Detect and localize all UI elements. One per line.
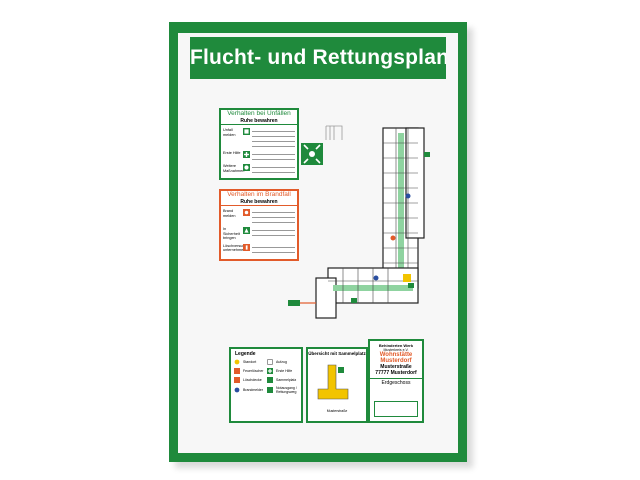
legend-label: Standort bbox=[243, 360, 257, 364]
location-icon bbox=[234, 359, 240, 365]
legend-item: Brandmelder bbox=[234, 386, 265, 394]
legend-label: Feuerlöscher bbox=[243, 369, 264, 373]
assembly-point-icon bbox=[303, 144, 321, 164]
entrance-path bbox=[325, 125, 343, 140]
accident-row: Unfall melden bbox=[223, 128, 295, 148]
building-name-2: Musterdorf bbox=[380, 358, 412, 364]
accident-title: Verhalten bei Unfällen bbox=[227, 110, 291, 117]
floor-plan bbox=[288, 125, 430, 319]
fire-extinguisher-marker bbox=[390, 235, 396, 241]
overview-box: Übersicht mit Sammelplatz Musterstraße bbox=[306, 347, 368, 423]
site-map bbox=[317, 364, 349, 400]
fire-alarm-icon bbox=[234, 387, 240, 393]
address-city: 77777 Musterdorf bbox=[375, 370, 417, 376]
fire-subtitle: Ruhe bewahren bbox=[221, 199, 297, 206]
address-street: Musterstraße bbox=[380, 364, 412, 370]
elevator-icon bbox=[267, 359, 273, 365]
stair-icon bbox=[403, 274, 411, 282]
building-horizontal-wing bbox=[315, 267, 419, 319]
legend-item: Löschdecke bbox=[234, 377, 265, 383]
fire-row: Brand melden bbox=[223, 209, 295, 224]
organization-sub: Musterkreis e.V. bbox=[383, 348, 409, 352]
exit-arrow-icon bbox=[267, 387, 273, 393]
accident-row: Erste Hilfe bbox=[223, 151, 295, 161]
info-icon bbox=[243, 164, 250, 171]
legend-item: Notausgang / Rettungsweg bbox=[267, 386, 298, 394]
accident-row-label: Unfall melden bbox=[223, 128, 236, 137]
legend-label: Brandmelder bbox=[243, 388, 264, 392]
notes-field bbox=[374, 401, 418, 417]
poster-frame: Flucht- und Rettungsplan Verhalten bei U… bbox=[169, 22, 467, 462]
fire-title: Verhalten im Brandfall bbox=[227, 191, 291, 198]
fire-row-label: Brand melden bbox=[223, 209, 236, 218]
organization-name: Behinderten Werk bbox=[378, 343, 414, 348]
building-name-1: Wohnstätte bbox=[379, 352, 413, 358]
legend-item: Sammelplatz bbox=[267, 377, 298, 383]
floor-label: Erdgeschoss bbox=[370, 378, 422, 386]
legend-title: Legende bbox=[235, 351, 256, 357]
overview-title: Übersicht mit Sammelplatz bbox=[308, 351, 366, 356]
fire-alarm-marker bbox=[405, 193, 411, 199]
extinguisher-icon bbox=[243, 243, 250, 251]
building-info-box: Behinderten Werk Musterkreis e.V. Wohnst… bbox=[368, 339, 424, 423]
accident-instructions-box: Verhalten bei Unfällen Ruhe bewahren Unf… bbox=[219, 108, 299, 180]
fire-row: Löschversuch unternehmen bbox=[223, 243, 295, 254]
outside-exit-sign bbox=[288, 300, 300, 306]
legend-box: Legende Standort Aufzug Feuerlöscher Ers… bbox=[229, 347, 303, 423]
legend-label: Erste Hilfe bbox=[276, 369, 293, 373]
first-aid-icon bbox=[243, 151, 250, 158]
accident-row: Weitere Maßnahmen bbox=[223, 164, 295, 174]
extinguisher-icon bbox=[234, 368, 240, 374]
fire-row: In Sicherheit bringen bbox=[223, 227, 295, 241]
rooms-vertical bbox=[383, 128, 418, 288]
legend-label: Notausgang / Rettungsweg bbox=[276, 386, 297, 394]
accident-row-label: Erste Hilfe bbox=[223, 151, 241, 155]
fire-row-label: Löschversuch unternehmen bbox=[223, 243, 247, 253]
legend-item: Standort bbox=[234, 359, 265, 365]
overview-street: Musterstraße bbox=[326, 409, 348, 413]
accident-row-label: Weitere Maßnahmen bbox=[223, 164, 245, 173]
legend-label: Löschdecke bbox=[243, 378, 262, 382]
phone-icon bbox=[243, 128, 250, 135]
legend-item: Feuerlöscher bbox=[234, 368, 265, 374]
legend-label: Sammelplatz bbox=[276, 378, 297, 382]
exit-sign-right bbox=[408, 283, 414, 288]
exit-sign-left bbox=[351, 298, 357, 303]
fire-row-label: In Sicherheit bringen bbox=[223, 227, 240, 240]
legend-label: Aufzug bbox=[276, 360, 287, 364]
plan-title: Flucht- und Rettungsplan bbox=[190, 37, 446, 79]
first-aid-icon bbox=[267, 368, 273, 374]
exit-icon bbox=[243, 227, 250, 234]
assembly-point-icon bbox=[267, 377, 273, 383]
fire-blanket-icon bbox=[234, 377, 240, 383]
fire-alarm-icon bbox=[243, 209, 250, 216]
exit-sign-top bbox=[424, 152, 430, 157]
fire-instructions-box: Verhalten im Brandfall Ruhe bewahren Bra… bbox=[219, 189, 299, 261]
legend-item: Erste Hilfe bbox=[267, 368, 298, 374]
legend-item: Aufzug bbox=[267, 359, 298, 365]
escape-plan-sheet: Flucht- und Rettungsplan Verhalten bei U… bbox=[178, 33, 458, 453]
accident-subtitle: Ruhe bewahren bbox=[221, 118, 297, 125]
fire-alarm-marker-2 bbox=[373, 275, 379, 281]
